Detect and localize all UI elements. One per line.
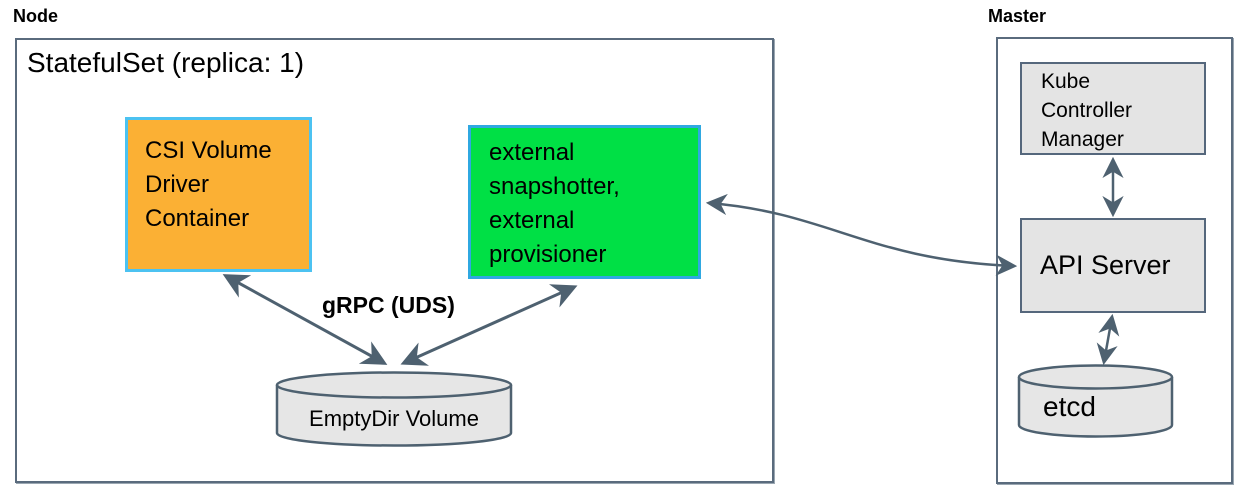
api-server-box: API Server <box>1020 218 1206 313</box>
csi-box-line: Container <box>145 205 250 232</box>
kcm-box-line: Kube <box>1041 70 1091 93</box>
master-section-label: Master <box>988 6 1047 26</box>
arrow-csi-emptydir <box>222 274 388 365</box>
statefulset-title: StatefulSet (replica: 1) <box>27 47 305 78</box>
csi-box-line: CSI Volume <box>145 137 272 164</box>
arrow-sidecars-emptydir <box>400 284 578 366</box>
node-section-label: Node <box>13 6 58 26</box>
external-sidecars-box: external snapshotter, external provision… <box>468 125 701 279</box>
kcm-box-line: Controller <box>1041 99 1133 122</box>
emptydir-volume-label: EmptyDir Volume <box>309 406 479 431</box>
sidecar-box-line: provisioner <box>489 241 607 268</box>
csi-volume-driver-container-box: CSI Volume Driver Container <box>125 117 312 272</box>
kcm-box-line: Manager <box>1041 128 1124 151</box>
csi-box-line: Driver <box>145 171 209 198</box>
etcd-cylinder <box>1017 364 1174 438</box>
kube-controller-manager-box: Kube Controller Manager <box>1020 62 1206 155</box>
etcd-label: etcd <box>1043 391 1096 422</box>
arrow-apiserver-etcd <box>1096 313 1120 366</box>
emptydir-volume-cylinder <box>275 371 513 447</box>
sidecar-box-line: snapshotter, <box>489 173 620 200</box>
sidecar-box-line: external <box>489 207 575 234</box>
arrow-sidecars-apiserver <box>705 193 1018 276</box>
sidecar-box-line: external <box>489 139 575 166</box>
api-server-label: API Server <box>1040 250 1171 280</box>
